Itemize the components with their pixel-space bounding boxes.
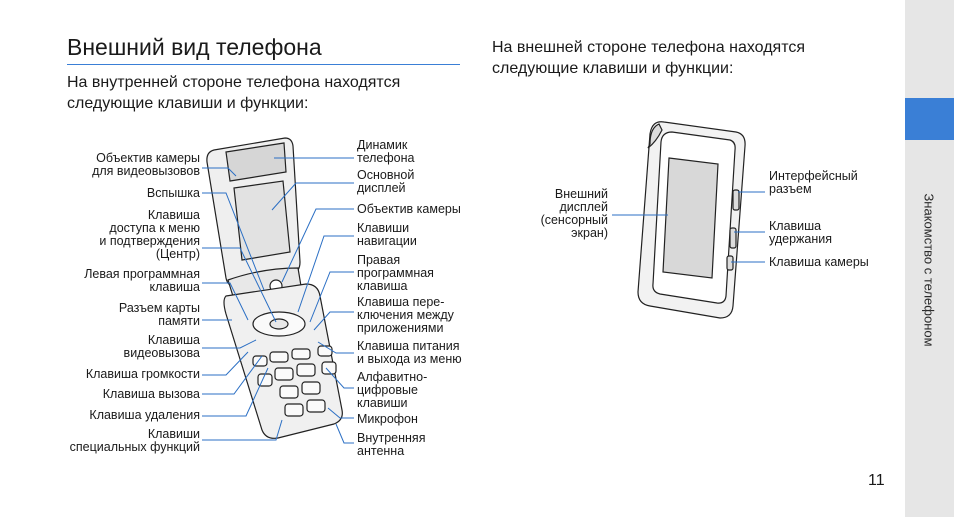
section-tab-marker bbox=[905, 98, 954, 140]
outer-leaders bbox=[612, 191, 765, 263]
label-microphone: Микрофон bbox=[357, 412, 418, 426]
label-video-camera-lens: Объектив камеры для видеовызовов bbox=[92, 151, 200, 178]
label-hold-key: Клавиша удержания bbox=[769, 219, 833, 246]
title-underline bbox=[67, 64, 460, 65]
label-navigation-keys: Клавиши навигации bbox=[357, 221, 417, 248]
inner-leaders-right bbox=[271, 157, 354, 444]
label-delete-key: Клавиша удаления bbox=[89, 408, 200, 422]
label-call-key: Клавиша вызова bbox=[102, 387, 200, 401]
label-app-switch-key: Клавиша пере- ключения между приложениям… bbox=[357, 295, 454, 335]
closed-phone-drawing bbox=[637, 121, 746, 319]
label-special-function-keys: Клавиши специальных функций bbox=[69, 427, 200, 454]
label-volume-key: Клавиша громкости bbox=[85, 367, 200, 381]
label-flash: Вспышка bbox=[146, 186, 200, 200]
label-camera-lens: Объектив камеры bbox=[357, 202, 461, 216]
side-strip bbox=[905, 0, 954, 517]
label-power-end-key: Клавиша питания и выхода из меню bbox=[357, 339, 462, 366]
label-video-call-key: Клавиша видеовызова bbox=[123, 333, 200, 360]
label-left-soft-key: Левая программная клавиша bbox=[84, 267, 200, 294]
inner-leaders-left bbox=[202, 167, 283, 441]
page-number: 11 bbox=[868, 472, 885, 489]
label-right-soft-key: Правая программная клавиша bbox=[357, 253, 434, 293]
label-main-display: Основной дисплей bbox=[357, 168, 415, 195]
label-internal-antenna: Внутренняя антенна bbox=[357, 431, 426, 458]
label-alphanumeric-keys: Алфавитно- цифровые клавиши bbox=[357, 370, 428, 410]
intro-inner-text: На внутренней стороне телефона находятся… bbox=[67, 74, 401, 112]
label-external-display: Внешний дисплей (сенсорный экран) bbox=[540, 187, 608, 240]
label-menu-confirm-key: Клавиша доступа к меню и подтверждения (… bbox=[99, 208, 200, 261]
label-interface-port: Интерфейсный разъем bbox=[769, 169, 858, 196]
page-title: Внешний вид телефона bbox=[67, 34, 322, 60]
label-camera-key: Клавиша камеры bbox=[769, 255, 869, 269]
label-speaker: Динамик телефона bbox=[357, 138, 415, 165]
label-memory-card-slot: Разъем карты памяти bbox=[118, 301, 200, 328]
intro-outer-text: На внешней стороне телефона находятся сл… bbox=[492, 39, 806, 77]
